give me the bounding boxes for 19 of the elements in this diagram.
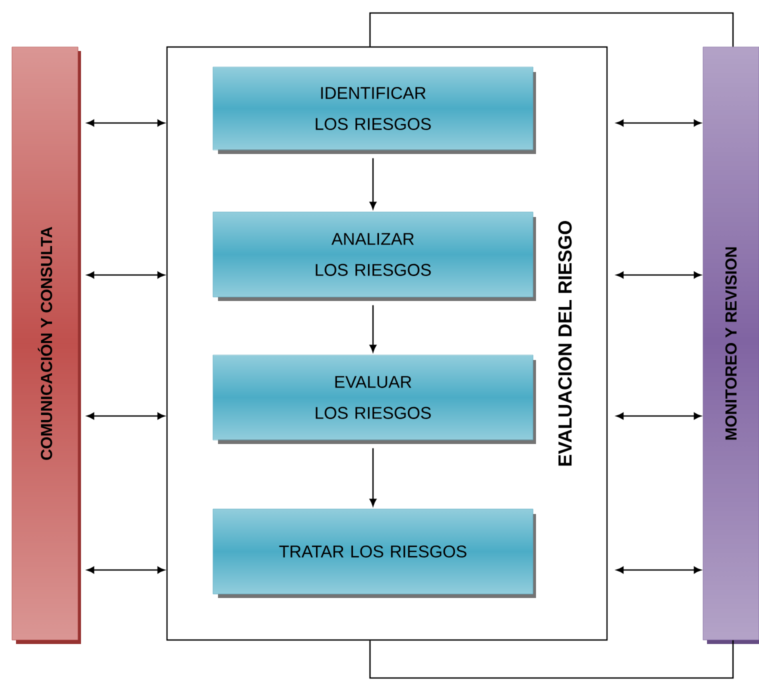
arrow bbox=[370, 305, 376, 352]
side-bar: COMUNICACIÓN Y CONSULTA bbox=[12, 46, 81, 644]
process-box: EVALUAR LOS RIESGOS bbox=[212, 354, 536, 444]
process-box: ANALIZAR LOS RIESGOS bbox=[212, 212, 536, 301]
arrow bbox=[616, 272, 702, 278]
arrow bbox=[86, 566, 165, 574]
process-box: IDENTIFICAR LOS RIESGOS bbox=[212, 66, 536, 154]
process-box: TRATAR LOS RIESGOS bbox=[212, 508, 536, 598]
connector-line bbox=[369, 12, 734, 47]
arrow bbox=[86, 412, 165, 420]
arrow bbox=[370, 158, 376, 210]
arrow bbox=[616, 566, 702, 574]
side-bar: MONITOREO Y REVISION bbox=[702, 46, 759, 644]
arrow bbox=[616, 412, 702, 420]
arrow bbox=[86, 272, 165, 278]
arrow bbox=[370, 448, 376, 506]
arrow bbox=[86, 120, 165, 126]
connector-line bbox=[369, 640, 734, 679]
arrow bbox=[616, 120, 702, 126]
